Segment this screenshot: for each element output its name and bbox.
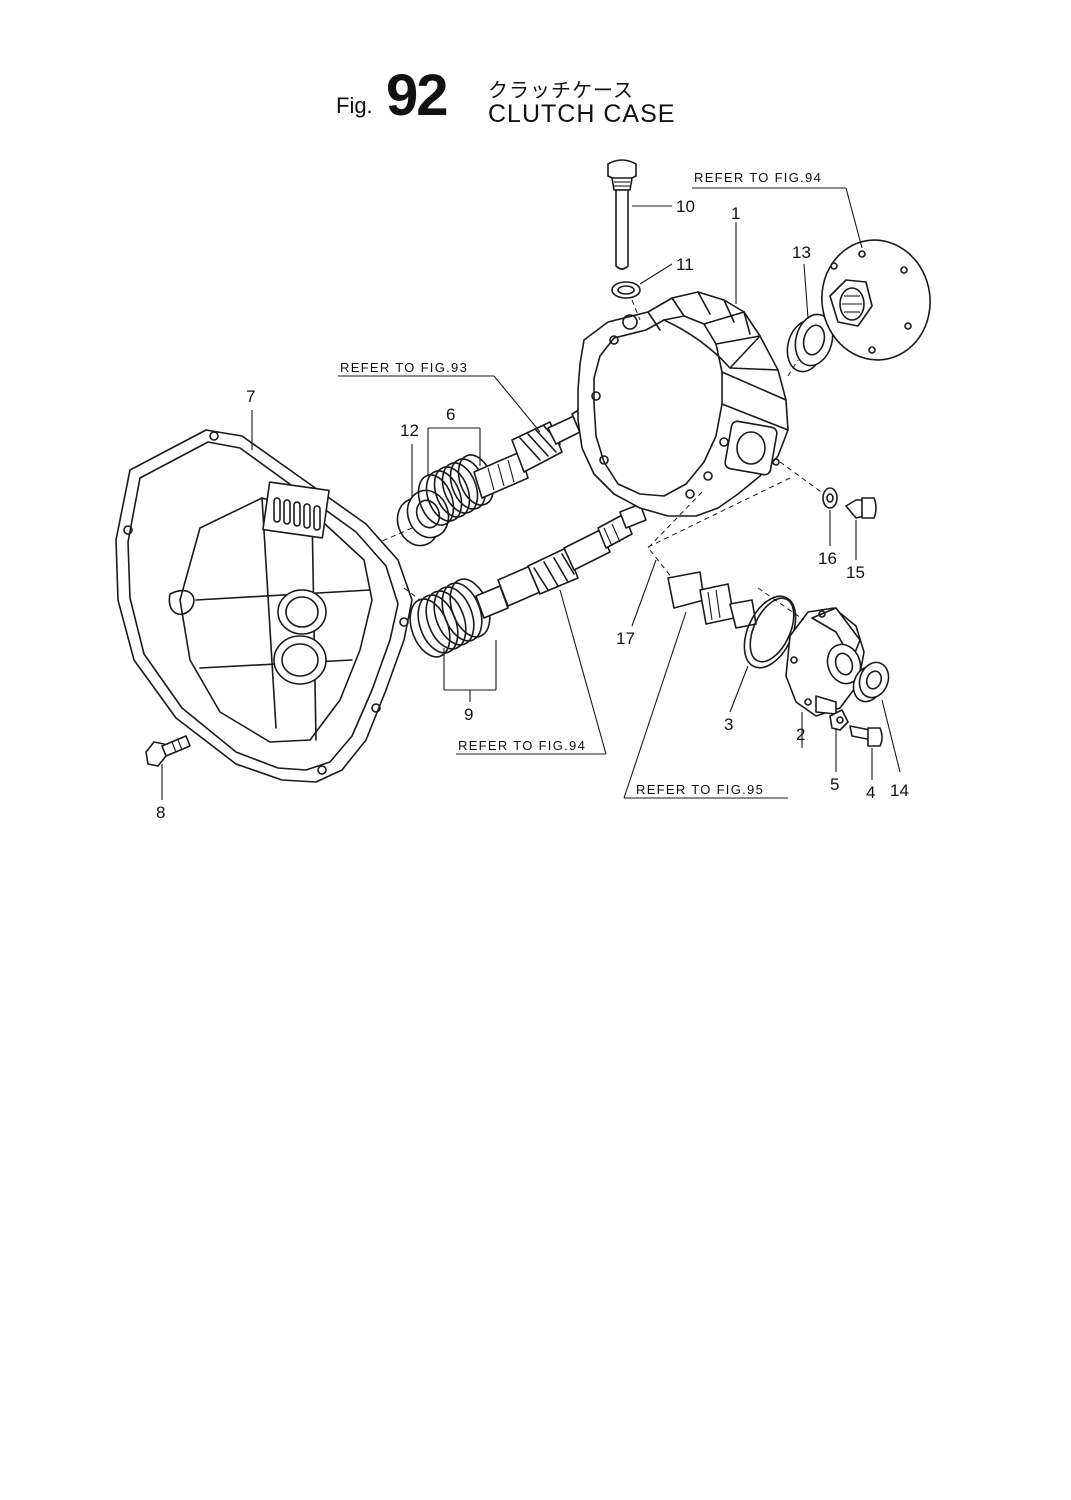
callout-5: 5 (830, 775, 839, 794)
dipstick-icon (607, 159, 637, 270)
callout-6: 6 (446, 405, 455, 424)
small-bolt-icon (849, 725, 883, 747)
ref-fig94-bottom-label: REFER TO FIG.94 (458, 738, 586, 753)
figure-prefix: Fig. (336, 93, 373, 118)
spring-icon (409, 578, 491, 658)
callout-7: 7 (246, 387, 255, 406)
ref-fig94-top-label: REFER TO FIG.94 (694, 170, 822, 185)
bolt-icon (145, 735, 191, 767)
vent-slots-icon (273, 497, 321, 531)
alignment-lines (379, 299, 825, 621)
callout-11: 11 (676, 255, 694, 274)
callout-2: 2 (796, 725, 805, 744)
leader-lines (161, 187, 901, 800)
ref-fig93-label: REFER TO FIG.93 (340, 360, 468, 375)
oil-seal-icon (786, 313, 834, 373)
callout-3: 3 (724, 715, 733, 734)
callout-17: 17 (616, 629, 635, 648)
callout-15: 15 (846, 563, 865, 582)
lock-washer-icon (829, 709, 849, 731)
lower-shaft-icon (475, 503, 647, 619)
washer-icon (822, 487, 838, 509)
plug-icon (845, 497, 877, 519)
callout-16: 16 (818, 549, 837, 568)
figure-number: 92 (386, 63, 448, 128)
gasket-icon (611, 281, 641, 299)
callout-1: 1 (731, 204, 740, 223)
callout-8: 8 (156, 803, 165, 822)
oil-seal-lower-icon (852, 661, 890, 703)
ref-fig95-label: REFER TO FIG.95 (636, 782, 764, 797)
flange-housing-icon (785, 607, 865, 717)
callout-9: 9 (464, 705, 473, 724)
mounting-plate-icon (115, 429, 413, 783)
callout-12: 12 (400, 421, 419, 440)
callout-4: 4 (866, 783, 875, 802)
clutch-case-housing-icon (577, 291, 789, 517)
callout-14: 14 (890, 781, 909, 800)
figure-title-english: CLUTCH CASE (488, 100, 676, 128)
output-flange-icon (821, 239, 931, 361)
figure-title-japanese: クラッチケース (488, 78, 634, 102)
shaft-icon (667, 571, 757, 629)
callout-10: 10 (676, 197, 695, 216)
callout-13: 13 (792, 243, 811, 262)
figure-title: Fig. 92 クラッチケース CLUTCH CASE (336, 63, 736, 138)
